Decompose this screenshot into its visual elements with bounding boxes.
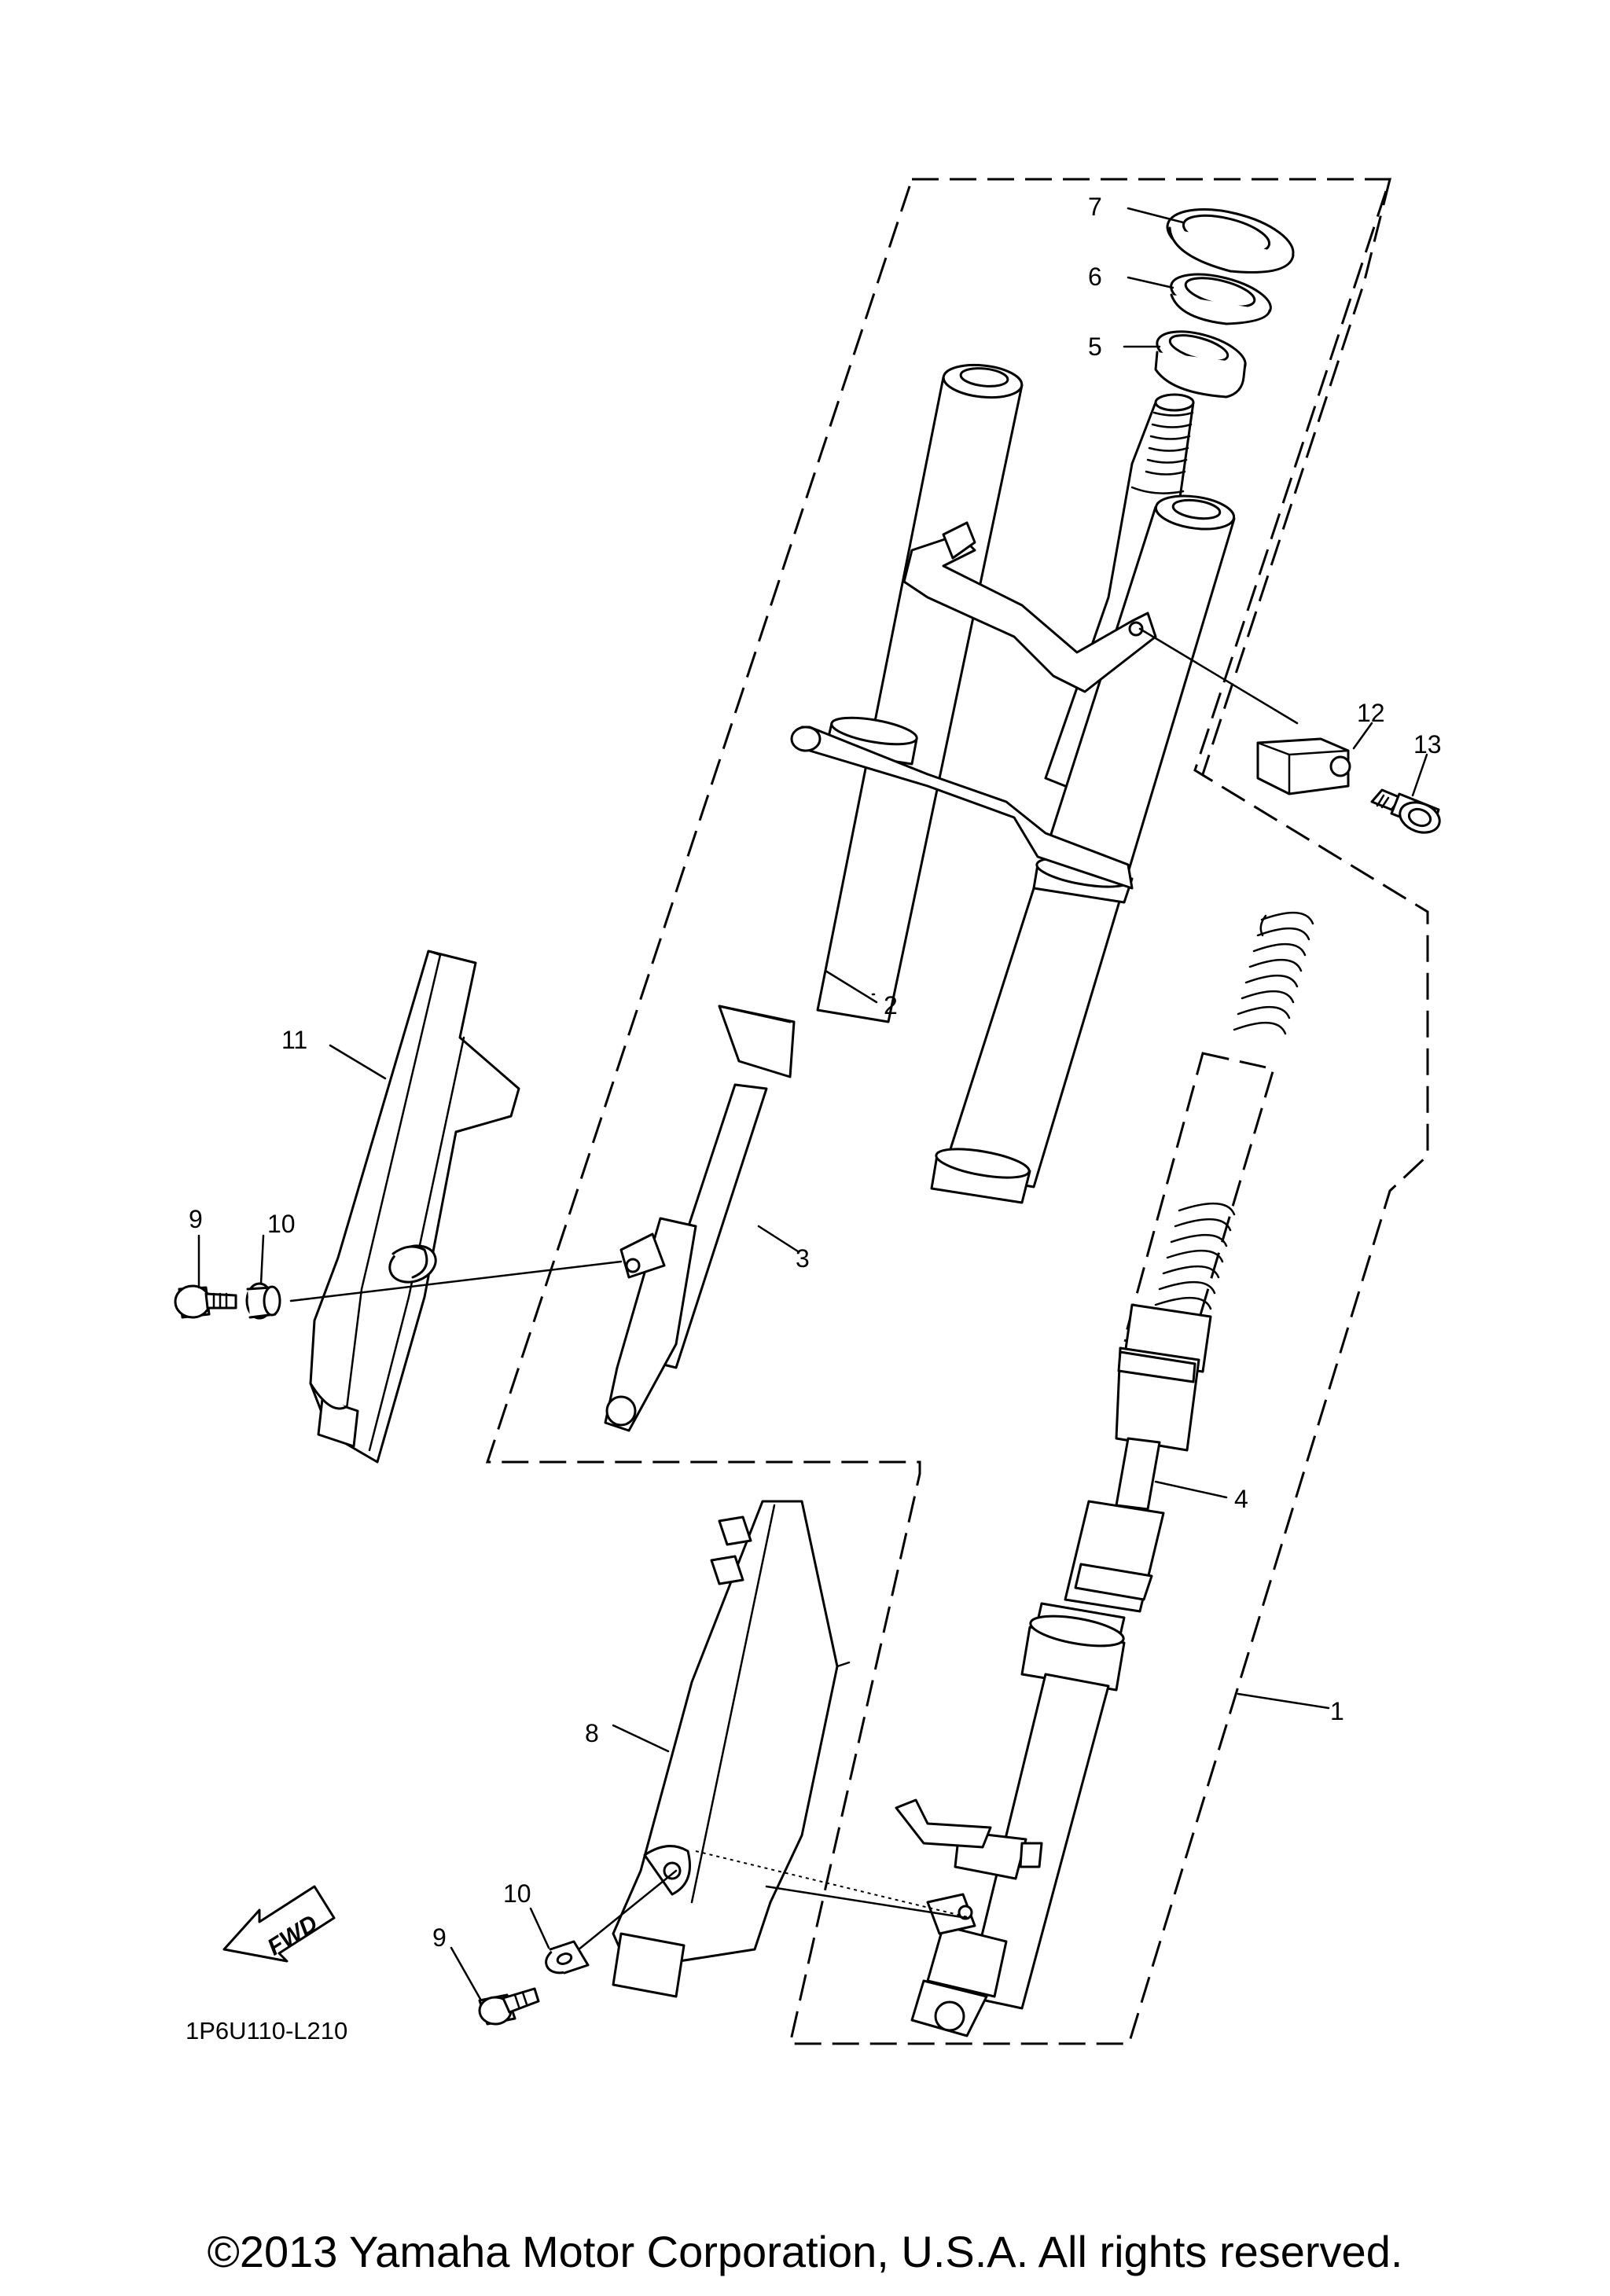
label-part-2: 2: [884, 991, 898, 1019]
alignment-line-upper: [289, 1260, 623, 1302]
label-part-5: 5: [1088, 332, 1102, 361]
part-7-seal-ring: [1166, 208, 1295, 274]
part-11-fork-cover: [309, 950, 520, 1464]
fwd-arrow-icon: FWD: [222, 1885, 336, 1963]
label-part-13: 13: [1413, 730, 1442, 759]
label-part-6: 6: [1088, 263, 1102, 291]
fork-spring-lower: [1150, 1202, 1236, 1326]
part-10-collar-lower: [545, 1940, 590, 1975]
label-part-9-lower: 9: [432, 1923, 447, 1952]
assembly-boundary-upper: [485, 178, 1429, 2045]
under-bracket: [790, 726, 1134, 890]
label-part-1: 1: [1330, 1697, 1344, 1725]
part-9-bolt-lower: [478, 1987, 540, 2026]
steering-stem: [1044, 393, 1195, 795]
copyright-notice: ©2013 Yamaha Motor Corporation, U.S.A. A…: [208, 2227, 1403, 2276]
fork-outer-tube-right-lower: [895, 1673, 1110, 2037]
label-part-9-upper: 9: [189, 1205, 203, 1233]
fork-tube-right: [930, 494, 1236, 1204]
part-10-collar-upper: [245, 1282, 281, 1320]
label-part-10-lower: 10: [503, 1879, 531, 1908]
diagram-code: 1P6U110-L210: [186, 2017, 347, 2044]
label-part-3: 3: [796, 1244, 810, 1273]
part-4-damper: [1020, 911, 1314, 1692]
alignment-line-lower-dotted: [695, 1850, 972, 1919]
label-part-10-upper: 10: [267, 1210, 296, 1238]
label-part-11: 11: [281, 1026, 307, 1054]
part-2-fork-tube-left: [816, 363, 1024, 1023]
fork-spring-upper: [1233, 911, 1314, 1035]
alignment-line-lower: [572, 1869, 678, 1955]
part-13-bolt: [1370, 788, 1441, 834]
alignment-line-lower-right: [765, 1885, 969, 1919]
upper-bracket: [902, 521, 1157, 693]
part-9-bolt-upper: [174, 1284, 237, 1319]
part-12-clamp: [1138, 627, 1351, 795]
part-8-fork-cover-lower: [612, 1500, 851, 1998]
label-part-4: 4: [1234, 1485, 1248, 1513]
part-6-bearing-race: [1170, 273, 1272, 325]
leader-lines: [197, 207, 1428, 2002]
label-part-8: 8: [585, 1719, 599, 1747]
part-3-inner-tube: [604, 1005, 796, 1432]
part-5-bearing: [1154, 330, 1247, 399]
label-part-7: 7: [1088, 193, 1102, 221]
label-part-12: 12: [1357, 699, 1385, 727]
